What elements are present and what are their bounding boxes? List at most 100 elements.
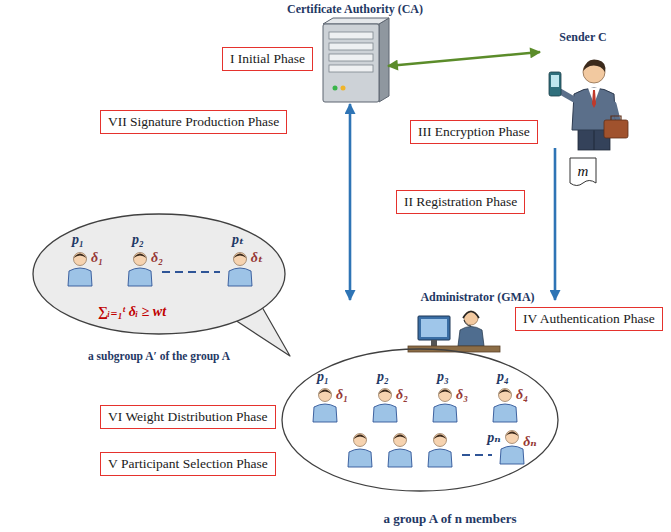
member-name: pₜ	[232, 232, 244, 247]
server-icon-part	[323, 18, 389, 24]
member-icon	[500, 431, 524, 465]
member-icon	[228, 253, 252, 287]
member-icon	[348, 434, 372, 468]
member-hair	[354, 435, 367, 440]
ellipsis-dashes	[162, 271, 220, 273]
member-hair	[394, 435, 407, 440]
sender-figure-part	[583, 59, 605, 72]
member-weight: δ₁	[336, 387, 348, 402]
member-icon	[433, 389, 457, 423]
phase-label: I Initial Phase	[230, 51, 305, 67]
member-weight: δ₁	[91, 250, 103, 265]
member-icon	[373, 389, 397, 423]
member-icon	[68, 253, 92, 287]
member-body	[313, 404, 337, 422]
connector-arrow	[388, 52, 540, 66]
member-hair	[434, 435, 447, 440]
member-name: p₁	[317, 369, 329, 384]
member-body	[388, 449, 412, 467]
member-head	[134, 253, 147, 266]
member-body	[128, 268, 152, 286]
member-body	[228, 268, 252, 286]
member-weight: δ₂	[151, 250, 163, 265]
member-name: p₄	[497, 369, 509, 384]
message-symbol: m	[578, 163, 589, 180]
ellipsis-dashes	[462, 454, 492, 456]
threshold-formula: ∑ᵢ₌₁ᵗ δᵢ ≥ wt	[98, 304, 166, 319]
member-name: p₃	[437, 369, 449, 384]
member-name: p₂	[377, 369, 389, 384]
administrator-icon-part	[463, 312, 479, 319]
phase-label: VII Signature Production Phase	[108, 114, 279, 130]
member-icon	[493, 389, 517, 423]
member-hair	[234, 254, 247, 259]
member-hair	[319, 390, 332, 395]
sender-figure-part	[614, 104, 618, 120]
member-head	[354, 434, 367, 447]
member-name: p₁	[72, 232, 84, 247]
member-weight: δ₄	[516, 387, 528, 402]
member-head	[394, 434, 407, 447]
administrator-icon-part	[464, 320, 471, 326]
member-body	[433, 404, 457, 422]
member-hair	[134, 254, 147, 259]
sender-figure	[549, 59, 628, 150]
member-body	[373, 404, 397, 422]
member-hair	[506, 432, 519, 437]
ellipse-outline	[30, 212, 288, 362]
administrator-icon-part	[464, 311, 478, 325]
ellipse-outline	[33, 214, 285, 334]
node-title: a group A of n members	[320, 511, 580, 527]
phase-label: II Registration Phase	[404, 194, 517, 210]
node-title: Certificate Authority (CA)	[260, 2, 450, 17]
member-head	[434, 434, 447, 447]
sender-figure-part	[551, 75, 559, 87]
member-hair	[379, 390, 392, 395]
phase-box: VII Signature Production Phase	[100, 110, 287, 134]
node-title: a subgroup A′ of the group A	[30, 350, 288, 362]
server-icon	[323, 18, 389, 102]
member-head	[319, 389, 332, 402]
server-icon-part	[341, 86, 346, 91]
member-body	[428, 449, 452, 467]
phase-label: VI Weight Distribution Phase	[108, 409, 268, 425]
member-head	[439, 389, 452, 402]
member-head	[379, 389, 392, 402]
connector-arrow	[349, 104, 352, 300]
phase-box: II Registration Phase	[396, 190, 525, 214]
message-document	[570, 158, 596, 186]
member-body	[68, 268, 92, 286]
phase-box: V Participant Selection Phase	[100, 452, 276, 476]
node-title: Administrator (GMA)	[405, 290, 550, 305]
member-weight: δ₃	[456, 387, 468, 402]
sender-figure-part	[561, 92, 575, 100]
message-document-part	[570, 158, 596, 186]
member-head	[499, 389, 512, 402]
sender-figure-part	[549, 72, 561, 96]
server-icon-part	[379, 18, 389, 102]
connector-arrow	[554, 148, 557, 300]
administrator-icon-part	[458, 327, 484, 347]
member-head	[74, 253, 87, 266]
phase-label: III Encryption Phase	[418, 124, 530, 140]
member-hair	[74, 254, 87, 259]
administrator-icon-part	[418, 316, 450, 340]
administrator-icon	[408, 311, 500, 352]
phase-label: V Participant Selection Phase	[108, 456, 268, 472]
phase-box: III Encryption Phase	[410, 120, 538, 144]
sender-figure-part	[604, 120, 628, 138]
server-icon-part	[329, 32, 373, 39]
member-head	[506, 431, 519, 444]
subgroup-ellipse: a subgroup A′ of the group A	[30, 212, 288, 362]
member-weight: δₙ	[523, 434, 537, 449]
member-weight: δₜ	[251, 250, 263, 265]
member-icon	[313, 389, 337, 423]
member-head	[234, 253, 247, 266]
server-icon-part	[333, 86, 338, 91]
phase-label: IV Authentication Phase	[523, 311, 655, 327]
member-name: p₂	[132, 232, 144, 247]
server-icon-part	[329, 54, 373, 61]
ellipse-outline	[282, 349, 558, 491]
phase-box: IV Authentication Phase	[515, 307, 663, 331]
